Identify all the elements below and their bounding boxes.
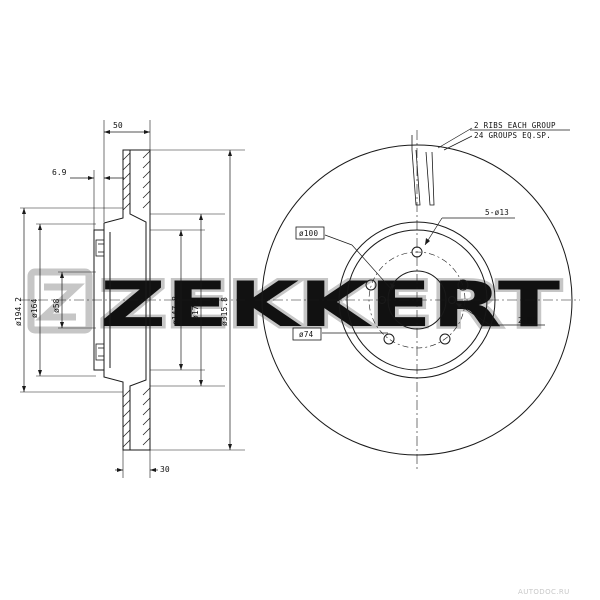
thread-hole-label: 2-M8 — [518, 316, 537, 325]
leader-arrowheads — [390, 238, 462, 308]
rib-slots — [411, 135, 435, 206]
pcd-label: ø100 — [299, 229, 318, 238]
credit-text: AUTODOC.RU — [518, 588, 570, 596]
dia-label-147: ø147.8 — [171, 296, 180, 325]
dia-label-315: ø315.8 — [220, 297, 229, 326]
hub-bolt-detail — [95, 239, 105, 361]
dia-label-194: ø194.2 — [14, 297, 23, 326]
side-section-view — [20, 120, 245, 478]
extension-lines — [20, 120, 245, 478]
bolt-hole-label: 5-ø13 — [485, 208, 509, 217]
leader-lines — [322, 127, 570, 334]
bottom-width-label: 30 — [160, 465, 170, 474]
hub-label-box — [292, 327, 322, 341]
bolt-holes — [365, 246, 469, 345]
section-hatch-bottom — [122, 387, 151, 448]
rib-note-line2: 24 GROUPS EQ.SP. — [474, 131, 551, 140]
dia-label-58: ø58 — [52, 298, 61, 313]
brand-wordmark: ZEKKERT — [100, 268, 560, 341]
width-label: 50 — [113, 121, 123, 130]
watermark: ZEKKERT AUTODOC.RU — [27, 266, 570, 596]
dia-label-172: ø172 — [191, 301, 200, 320]
offset-label: 6.9 — [52, 168, 67, 177]
hub-bore-label: ø74 — [299, 330, 314, 339]
dia-label-164: ø164 — [30, 299, 39, 318]
front-centerlines — [255, 130, 580, 470]
rib-note-line1: 2 RIBS EACH GROUP — [474, 121, 556, 130]
diameter-dim-lines — [23, 150, 231, 450]
front-view — [255, 127, 580, 470]
dim-arrowheads — [22, 130, 232, 472]
pcd-label-box — [295, 226, 325, 240]
section-hatch-top — [122, 150, 151, 211]
